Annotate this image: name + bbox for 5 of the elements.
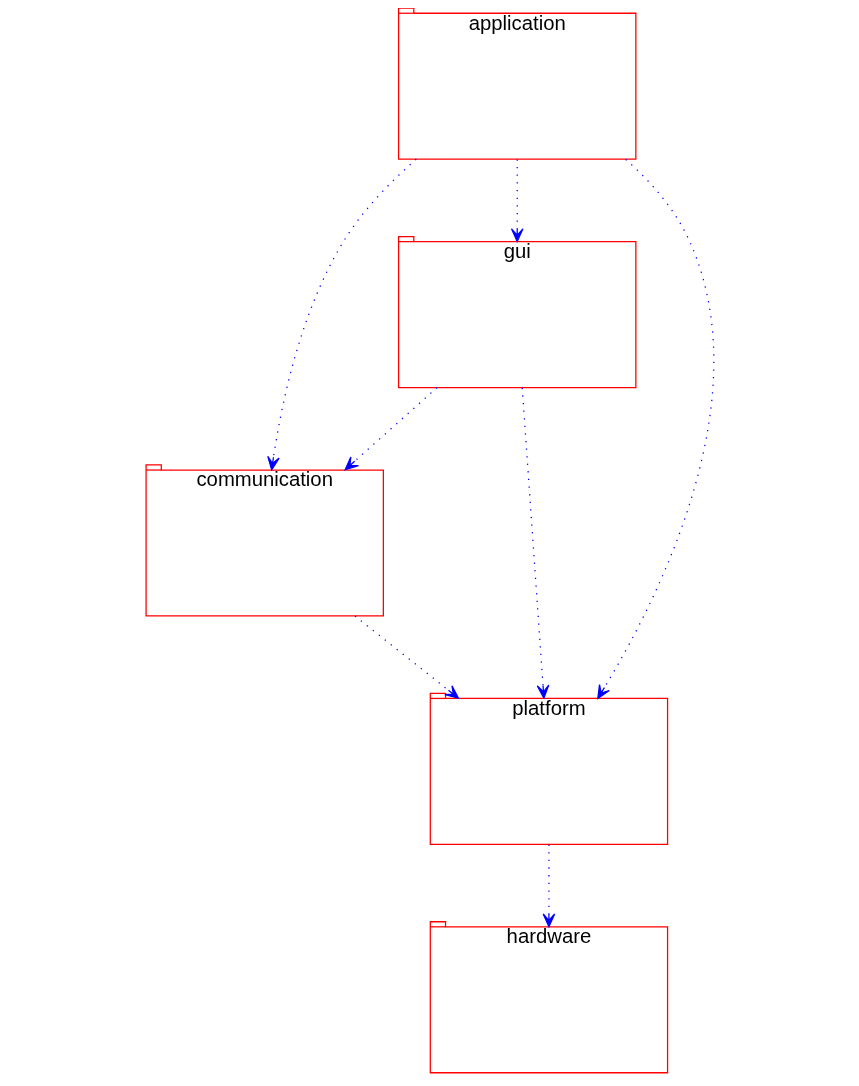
arrow <box>510 158 524 243</box>
arrow <box>596 158 714 700</box>
arrow <box>521 387 549 699</box>
arrow <box>542 844 555 928</box>
arrow <box>344 387 438 471</box>
